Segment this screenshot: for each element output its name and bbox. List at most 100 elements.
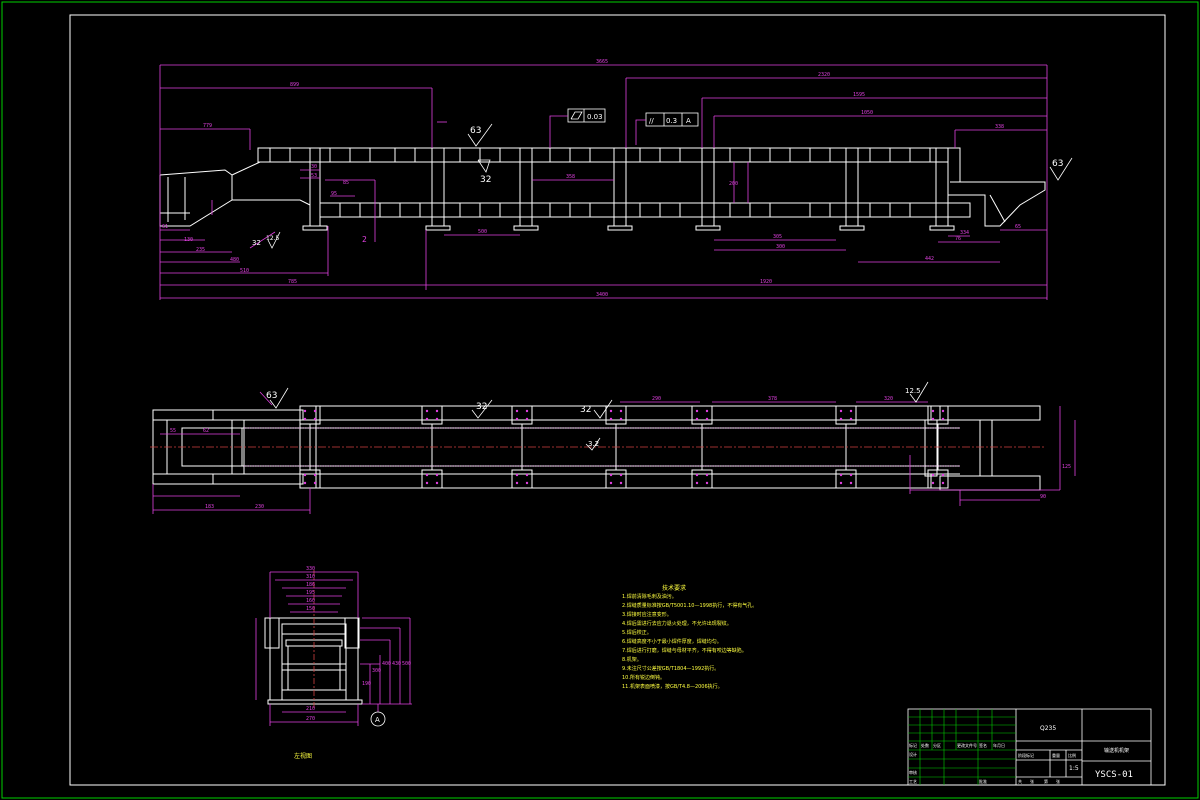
tb-sheet-3: 第 xyxy=(1044,778,1048,784)
dim-76: 76 xyxy=(955,236,961,242)
tb-weight-label: 重量 xyxy=(1052,752,1060,758)
dim-53: 53 xyxy=(311,173,317,179)
notes-line-4: 4.焊后需进行去应力退火处理，不允许出现裂纹。 xyxy=(622,620,732,627)
notes-line-6: 6.焊缝高度不小于最小焊件厚度，焊缝均匀。 xyxy=(622,638,722,645)
notes-line-1: 1.焊前清除毛刺及油污。 xyxy=(622,593,677,600)
front-view xyxy=(159,64,1073,300)
roughness-63-b: 63 xyxy=(1052,159,1063,169)
dim-480: 480 xyxy=(230,257,239,263)
front-tolerance-frames xyxy=(549,108,699,148)
dim-510: 510 xyxy=(240,268,249,274)
dim-334: 334 xyxy=(960,230,969,236)
tb-row-review: 审核 xyxy=(909,769,917,775)
tb-header-4: 更改文件号 xyxy=(957,742,977,748)
top-roughness-32-a: 32 xyxy=(476,402,487,412)
top-dim-183: 183 xyxy=(205,504,214,510)
tb-scale: 1:5 xyxy=(1069,765,1079,772)
roughness-63-a: 63 xyxy=(470,126,481,136)
top-roughness-12-5: 12.5 xyxy=(905,387,921,395)
section-dim-310: 310 xyxy=(306,574,315,580)
dim-2320: 2320 xyxy=(818,72,830,78)
front-roughness-symbols xyxy=(267,123,1073,249)
notes-line-9: 9.未注尺寸公差按GB/T1804—1992执行。 xyxy=(622,665,719,672)
notes-line-3: 3.焊接时应注意变形。 xyxy=(622,611,672,618)
dim-500: 500 xyxy=(478,229,487,235)
parallel-datum: A xyxy=(686,117,691,125)
tb-sheet-2: 张 xyxy=(1030,778,1034,784)
dim-235: 235 xyxy=(196,247,205,253)
section-dim-270: 270 xyxy=(306,716,315,722)
notes-line-5: 5.焊后校正。 xyxy=(622,629,652,636)
dim-785: 785 xyxy=(288,279,297,285)
section-mark-circle xyxy=(370,711,386,727)
section-dim-150: 150 xyxy=(306,606,315,612)
top-dim-378: 378 xyxy=(768,396,777,402)
tb-sheet-4: 张 xyxy=(1056,778,1060,784)
top-dim-55: 55 xyxy=(170,428,176,434)
notes-line-10: 10.所有锐边倒钝。 xyxy=(622,674,665,681)
section-caption: 左视图 xyxy=(294,752,312,760)
tb-sheet-1: 共 xyxy=(1018,778,1022,784)
section-dim-190: 190 xyxy=(362,681,371,687)
section-mark-label: A xyxy=(375,716,380,724)
section-dim-210: 210 xyxy=(306,706,315,712)
dim-1595: 1595 xyxy=(853,92,865,98)
top-dim-230: 230 xyxy=(255,504,264,510)
dim-338: 338 xyxy=(995,124,1004,130)
flatness-value: 0.03 xyxy=(587,113,603,121)
notes-line-8: 8.机架。 xyxy=(622,656,642,663)
top-view-dimension-lines xyxy=(152,391,1076,514)
top-roughness-3-2: 3.2 xyxy=(588,440,599,448)
section-dim-400: 400 xyxy=(382,661,391,667)
notes-line-7: 7.焊后进行打磨，焊缝与母材平齐，不得有咬边等缺陷。 xyxy=(622,647,747,654)
tb-part-name: 输送机机架 xyxy=(1104,747,1129,754)
notes-title: 技术要求 xyxy=(662,584,686,592)
tb-row-design: 设计 xyxy=(909,751,917,757)
dim-2: 2 xyxy=(362,235,367,244)
dim-899: 899 xyxy=(290,82,299,88)
dim-130: 130 xyxy=(184,237,193,243)
dim-442: 442 xyxy=(925,256,934,262)
section-dim-300: 300 xyxy=(372,668,381,674)
dim-3400: 3400 xyxy=(596,292,608,298)
top-dim-90: 90 xyxy=(1040,494,1046,500)
dim-1920: 1920 xyxy=(760,279,772,285)
top-dim-320: 320 xyxy=(884,396,893,402)
inner-frame xyxy=(69,14,1166,786)
tb-row-process: 工艺 xyxy=(909,779,917,784)
tb-header-6: 年月日 xyxy=(993,742,1005,748)
front-left-hopper xyxy=(159,148,311,227)
section-view-dimension-lines xyxy=(255,571,412,726)
dim-85: 85 xyxy=(343,180,349,186)
dim-61: 61 xyxy=(162,224,168,230)
front-right-discharge xyxy=(948,147,1046,227)
tb-row-approve: 批准 xyxy=(979,778,987,784)
top-view xyxy=(150,381,1076,514)
tb-stage-label: 阶段标记 xyxy=(1018,752,1034,758)
title-block-grid xyxy=(908,709,1016,785)
dim-305: 305 xyxy=(773,234,782,240)
dim-300: 300 xyxy=(776,244,785,250)
title-block xyxy=(907,708,1152,786)
top-view-roughness-symbols xyxy=(269,381,929,451)
section-dim-430: 430 xyxy=(392,661,401,667)
top-dim-290: 290 xyxy=(652,396,661,402)
top-dim-62: 62 xyxy=(203,428,209,434)
section-dim-330: 330 xyxy=(306,566,315,572)
front-dimension-lines xyxy=(159,64,1048,300)
top-view-bolt-holes xyxy=(303,409,945,485)
section-view-body xyxy=(264,617,363,705)
section-dim-500: 500 xyxy=(402,661,411,667)
top-roughness-63: 63 xyxy=(266,391,277,401)
tb-header-1: 标记 xyxy=(909,742,917,748)
dim-1050: 1050 xyxy=(861,110,873,116)
notes-line-11: 11.机架表面喷漆，按GB/T4.8—2006执行。 xyxy=(622,683,723,690)
dim-65: 65 xyxy=(1015,224,1021,230)
top-view-body xyxy=(152,405,1041,491)
tb-scale-label: 比例 xyxy=(1068,752,1076,758)
dim-30: 30 xyxy=(311,164,317,170)
tb-header-5: 签名 xyxy=(979,742,987,748)
tb-header-3: 分区 xyxy=(933,742,941,748)
top-view-weld-marks xyxy=(244,427,960,467)
